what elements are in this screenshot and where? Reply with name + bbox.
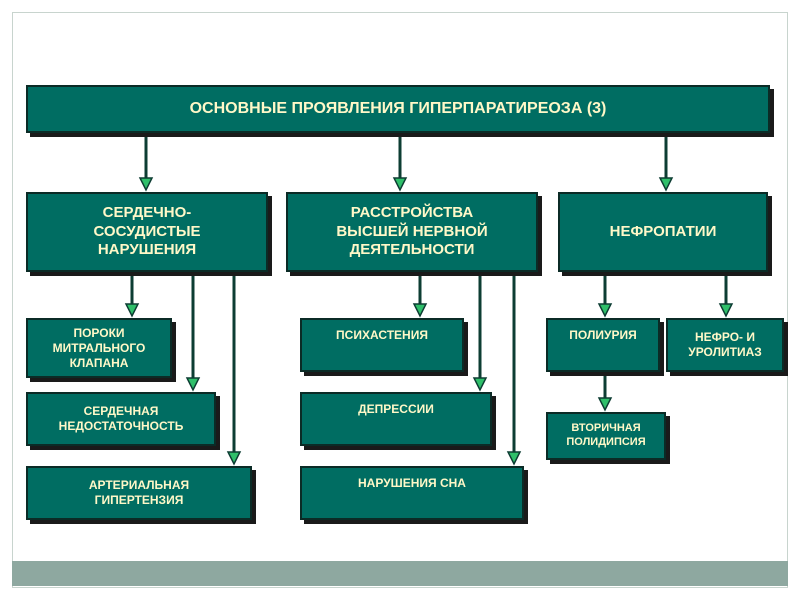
category-nephro-label: НЕФРОПАТИИ bbox=[609, 222, 717, 240]
item-sleep-disorders: НАРУШЕНИЯ СНА bbox=[300, 466, 524, 520]
item-secondary-polydipsia: ВТОРИЧНАЯ ПОЛИДИПСИЯ bbox=[546, 412, 666, 460]
bottom-band bbox=[12, 561, 788, 586]
item-polyuria: ПОЛИУРИЯ bbox=[546, 318, 660, 372]
item-arterial-hypertension-label: АРТЕРИАЛЬНАЯ ГИПЕРТЕНЗИЯ bbox=[88, 478, 190, 507]
category-neuro-box: РАССТРОЙСТВА ВЫСШЕЙ НЕРВНОЙ ДЕЯТЕЛЬНОСТИ bbox=[286, 192, 538, 272]
item-secondary-polydipsia-label: ВТОРИЧНАЯ ПОЛИДИПСИЯ bbox=[566, 422, 646, 448]
item-nephro-urolithiasis-label: НЕФРО- И УРОЛИТИАЗ bbox=[688, 330, 762, 359]
category-cardio-box: СЕРДЕЧНО- СОСУДИСТЫЕ НАРУШЕНИЯ bbox=[26, 192, 268, 272]
item-heart-failure-label: СЕРДЕЧНАЯ НЕДОСТАТОЧНОСТЬ bbox=[58, 404, 184, 433]
item-mitral-valve-defects-label: ПОРОКИ МИТРАЛЬНОГО КЛАПАНА bbox=[52, 325, 146, 370]
item-nephro-urolithiasis: НЕФРО- И УРОЛИТИАЗ bbox=[666, 318, 784, 372]
title-box: ОСНОВНЫЕ ПРОЯВЛЕНИЯ ГИПЕРПАРАТИРЕОЗА (3) bbox=[26, 85, 770, 133]
item-polyuria-label: ПОЛИУРИЯ bbox=[569, 328, 637, 342]
item-psychasthenia-label: ПСИХАСТЕНИЯ bbox=[336, 328, 428, 342]
item-arterial-hypertension: АРТЕРИАЛЬНАЯ ГИПЕРТЕНЗИЯ bbox=[26, 466, 252, 520]
item-heart-failure: СЕРДЕЧНАЯ НЕДОСТАТОЧНОСТЬ bbox=[26, 392, 216, 446]
category-cardio-label: СЕРДЕЧНО- СОСУДИСТЫЕ НАРУШЕНИЯ bbox=[93, 203, 201, 259]
title-text: ОСНОВНЫЕ ПРОЯВЛЕНИЯ ГИПЕРПАРАТИРЕОЗА (3) bbox=[189, 100, 607, 117]
item-mitral-valve-defects: ПОРОКИ МИТРАЛЬНОГО КЛАПАНА bbox=[26, 318, 172, 378]
item-depression: ДЕПРЕССИИ bbox=[300, 392, 492, 446]
item-depression-label: ДЕПРЕССИИ bbox=[358, 402, 434, 416]
item-sleep-disorders-label: НАРУШЕНИЯ СНА bbox=[358, 476, 466, 490]
category-neuro-label: РАССТРОЙСТВА ВЫСШЕЙ НЕРВНОЙ ДЕЯТЕЛЬНОСТИ bbox=[336, 203, 488, 259]
category-nephro-box: НЕФРОПАТИИ bbox=[558, 192, 768, 272]
item-psychasthenia: ПСИХАСТЕНИЯ bbox=[300, 318, 464, 372]
